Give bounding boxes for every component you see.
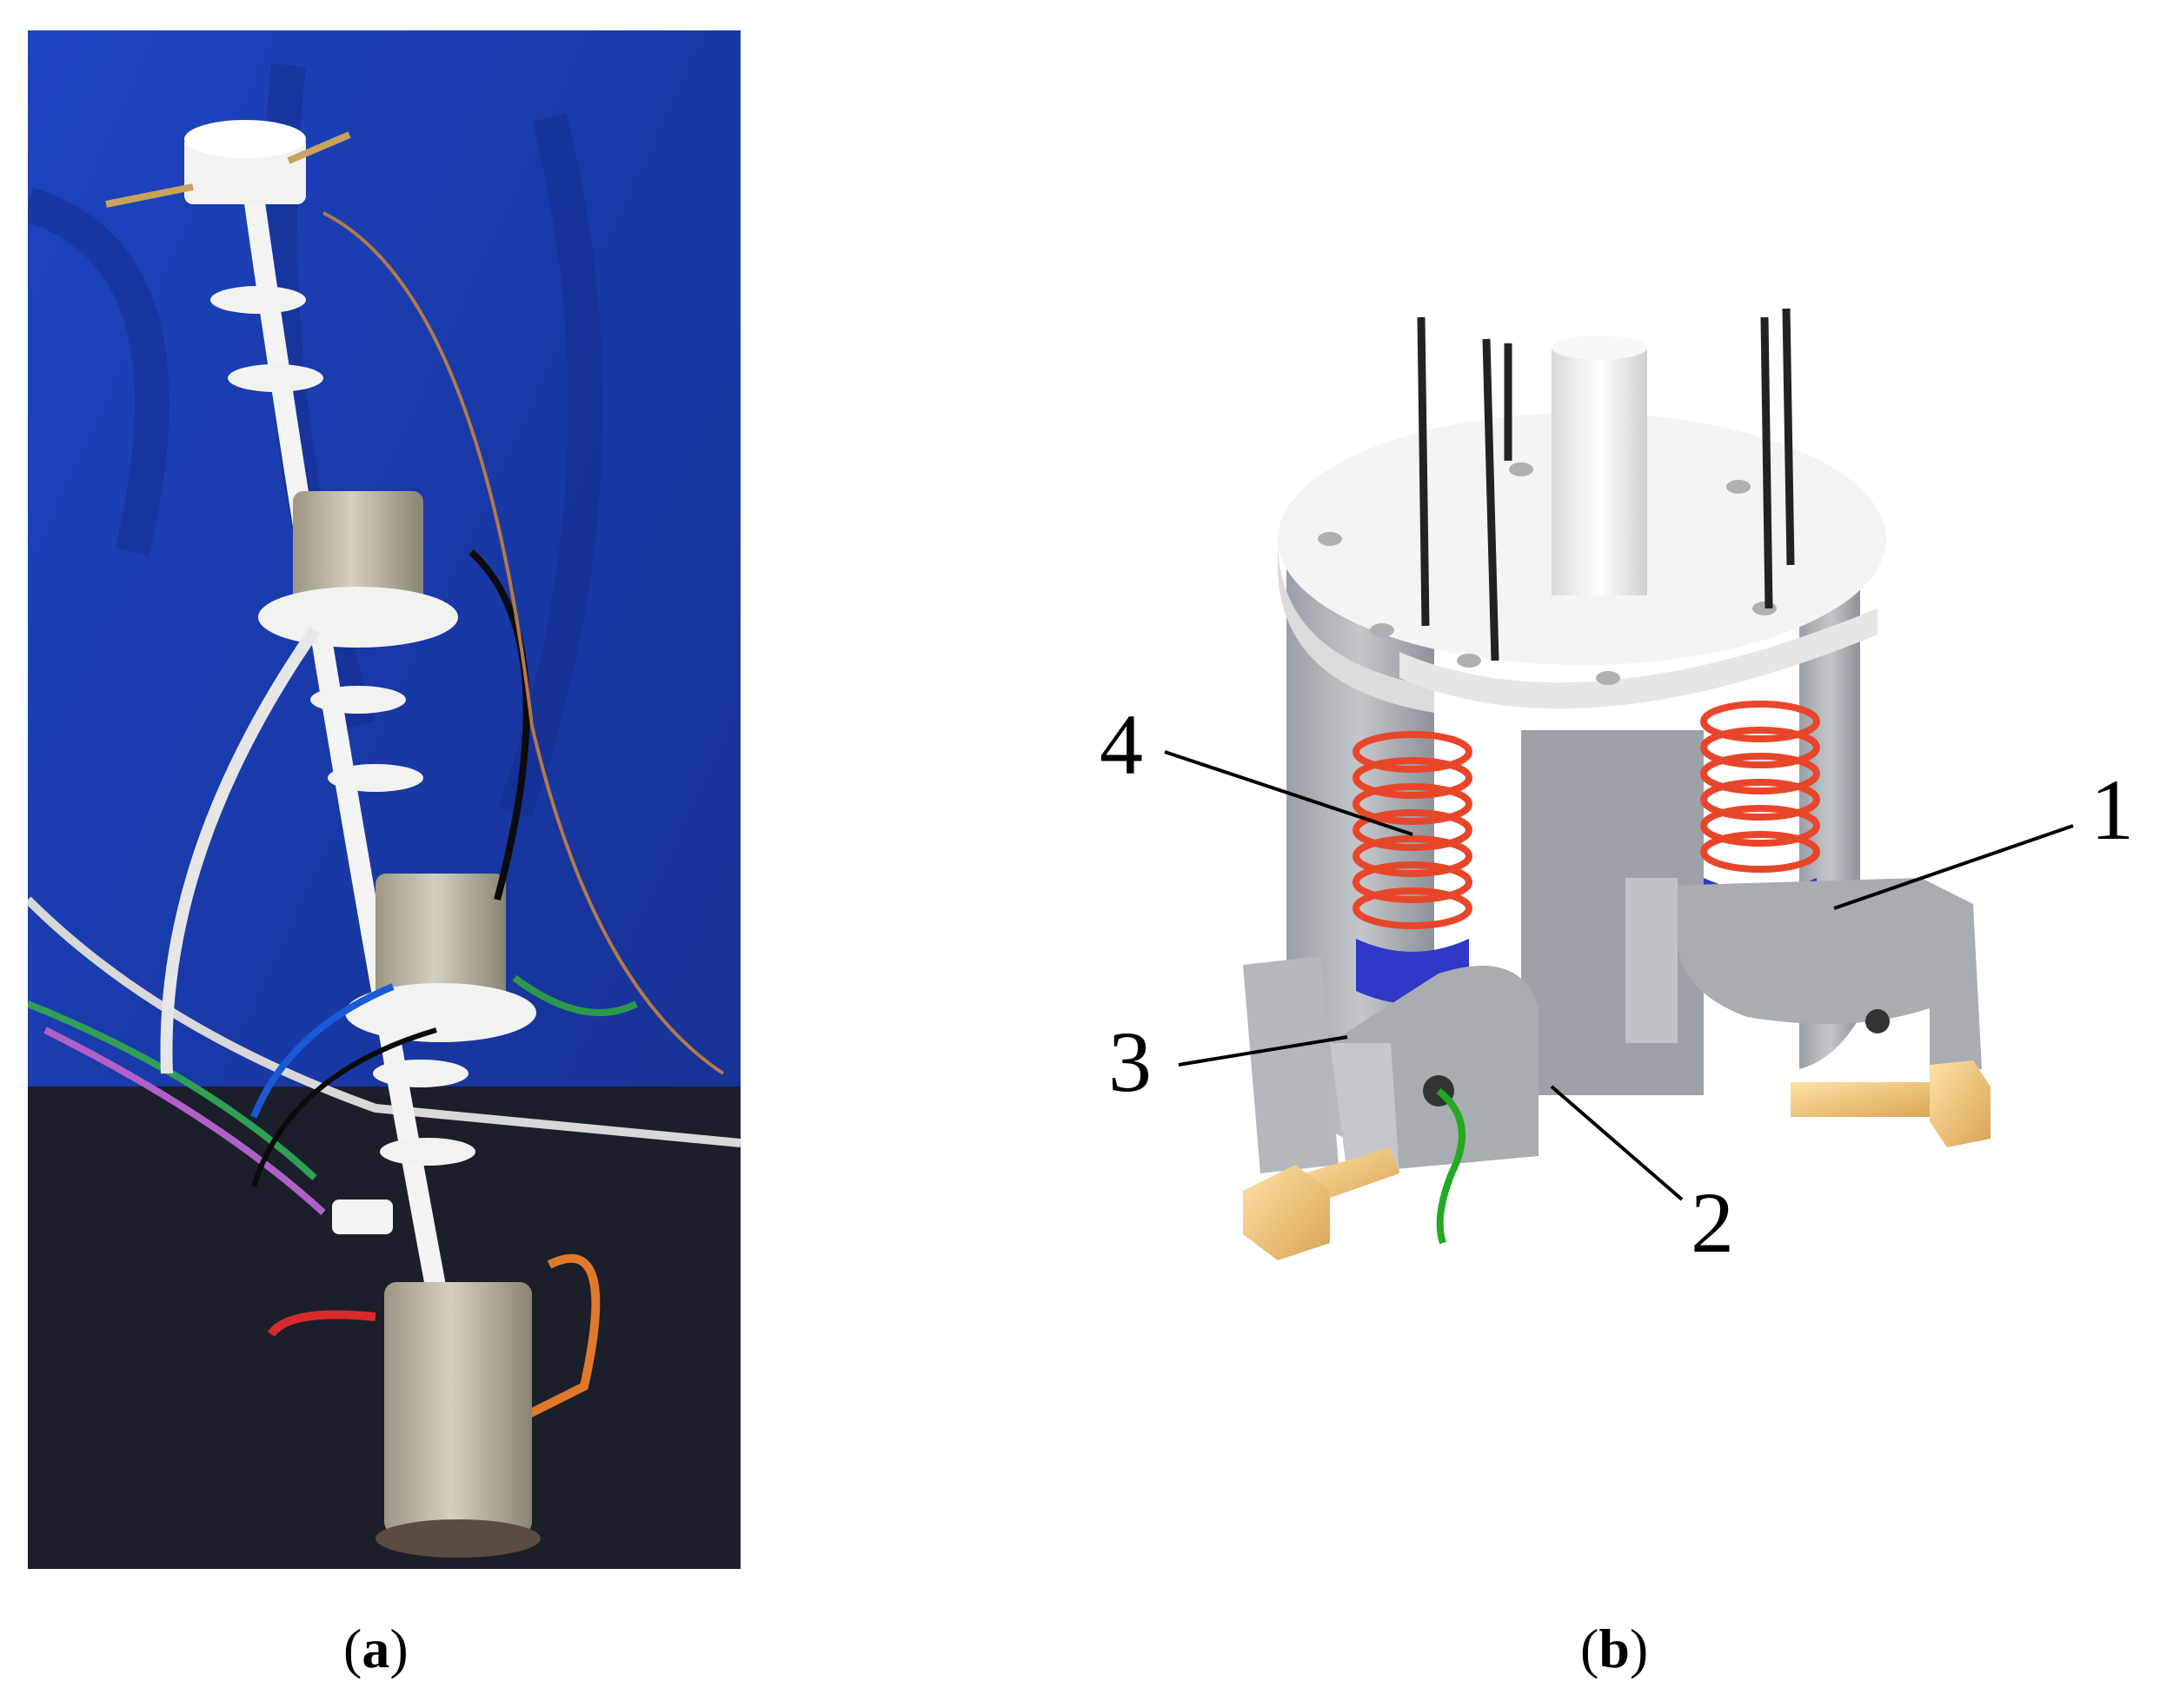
spring-right [1700, 701, 1820, 873]
module-cutaway-diagram: 1 2 3 4 [1100, 308, 2134, 1271]
panel-a-photo [28, 30, 741, 1569]
top-plate-holes [1318, 462, 1777, 685]
screw-left [1243, 1147, 1399, 1260]
green-wire [1436, 1087, 1465, 1245]
tendon-wires [1417, 308, 1795, 661]
caption-a-letter: a [362, 1618, 390, 1679]
callout-3: 3 [1108, 1014, 1152, 1110]
caption-a: (a) [343, 1617, 409, 1681]
panel-b-diagram: 1 2 3 4 [1069, 278, 2156, 1339]
caption-a-close: ) [389, 1618, 409, 1679]
callout-4: 4 [1100, 696, 1143, 793]
robot-prototype-photo [28, 30, 741, 1569]
central-rod [1552, 348, 1647, 595]
callout-lines [1164, 750, 2074, 1201]
caption-b-open: ( [1580, 1618, 1599, 1679]
clamp-block-right [1634, 878, 1982, 1078]
caption-b: (b) [1580, 1617, 1648, 1681]
spring-left [1352, 731, 1472, 929]
caption-a-open: ( [343, 1618, 362, 1679]
caption-b-letter: b [1598, 1618, 1630, 1679]
callout-1: 1 [2090, 761, 2134, 858]
screw-right [1791, 1060, 1991, 1147]
caption-b-close: ) [1629, 1618, 1649, 1679]
callout-2: 2 [1691, 1174, 1734, 1271]
